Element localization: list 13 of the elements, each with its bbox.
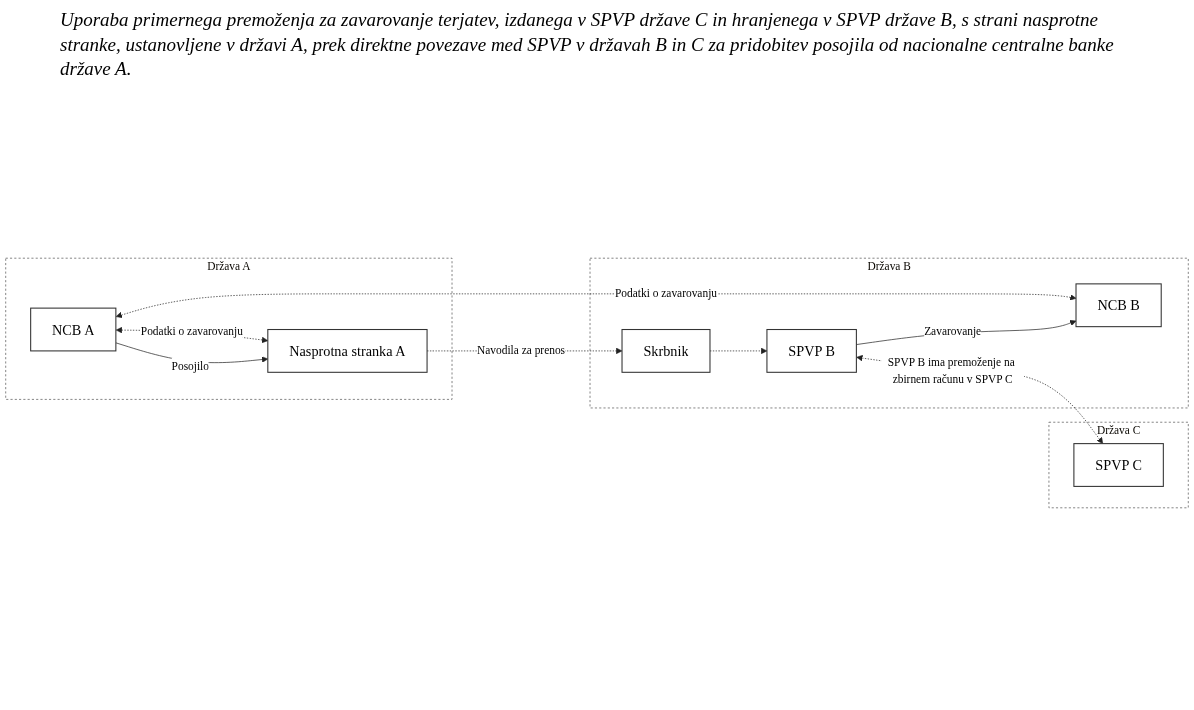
edge-label: Navodila za prenos — [476, 344, 566, 357]
node-box: Nasprotna stranka A — [267, 329, 428, 373]
edge-label: SPVP B ima premoženje na zbirnem računu v SPVP C — [887, 355, 1015, 386]
node-box: SPVP C — [1073, 443, 1164, 487]
node-box: SPVP B — [766, 329, 857, 373]
edge-label: Posojilo — [171, 359, 209, 372]
edge-label: Podatki o zavarovanju — [614, 287, 718, 300]
node-box: Skrbnik — [621, 329, 711, 373]
edge-label: Podatki o zavarovanju — [140, 324, 243, 337]
edge-label: Zavarovanje — [924, 324, 982, 337]
diagram-title: Uporaba primernega premoženja za zavarovanje terjatev, izdanega v SPVP države C in hranjenega v SPVP države B, s strani nasprotne stranke, ustanovljene v državi A, prek direktne povezave med SPVP v državah B in C za pridobitev posojila od nacionalne centralne banke države A. — [60, 8, 1115, 82]
node-box: NCB A — [30, 307, 117, 352]
node-box: NCB B — [1075, 283, 1162, 328]
